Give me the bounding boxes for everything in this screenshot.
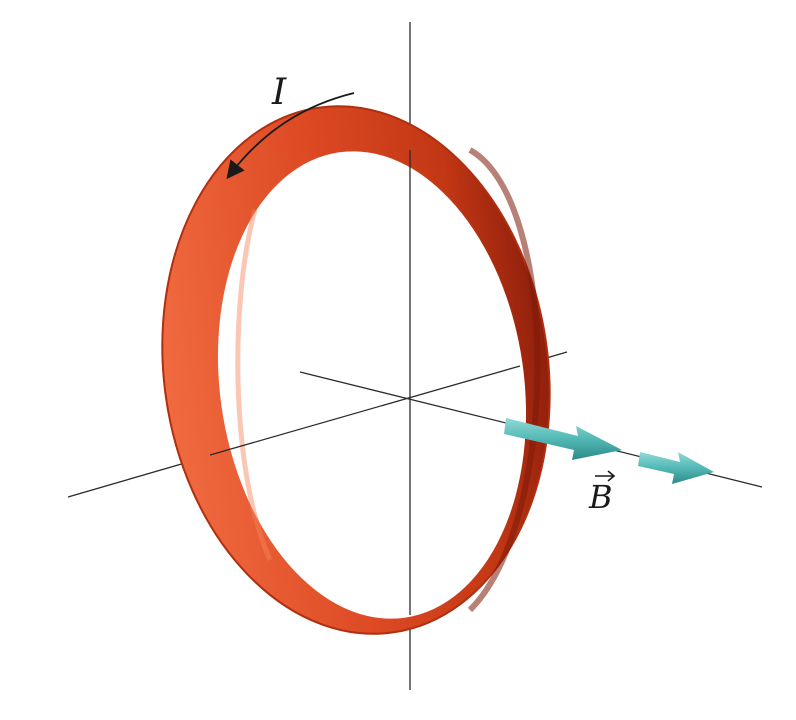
field-label-text: B (588, 478, 613, 516)
field-arrow-front-2 (638, 452, 714, 484)
field-arrow-front-1 (504, 418, 622, 460)
current-label: I (271, 72, 287, 113)
coil-axis-front (299, 371, 511, 425)
current-loop (161, 105, 551, 635)
vector-arrow-icon (595, 470, 616, 482)
field-label: B (588, 470, 616, 516)
horizontal-axis-front (209, 365, 521, 456)
current-direction-arrow-icon (226, 92, 355, 180)
